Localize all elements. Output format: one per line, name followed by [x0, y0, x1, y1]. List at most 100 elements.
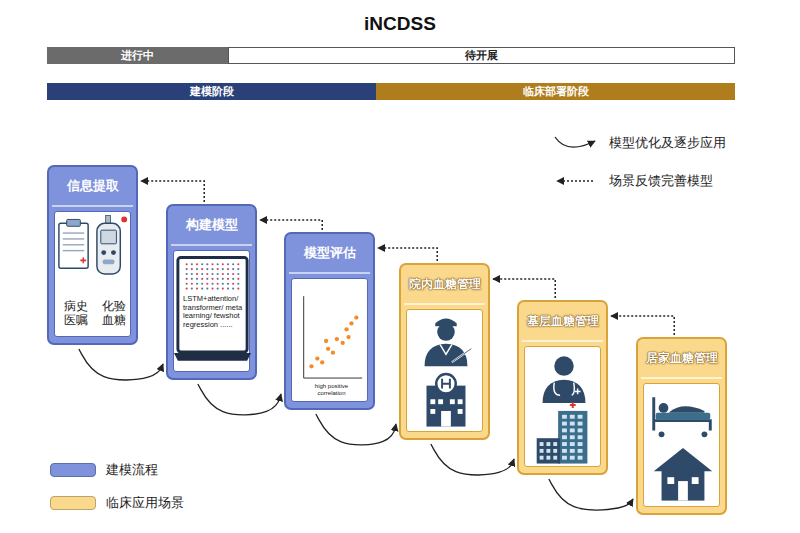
- card-body-text: LSTM+attention/ transformer/ meta learni…: [183, 295, 245, 330]
- icon-shape: [186, 288, 188, 290]
- icon-shape: [206, 263, 208, 265]
- icon-shape: [178, 257, 247, 352]
- icon-shape: [201, 278, 203, 280]
- phase-label: 建模阶段: [48, 84, 375, 99]
- card-heading: 居家血糖管理: [641, 339, 722, 379]
- icon-shape: [237, 268, 239, 270]
- diagram-title: iNCDSS: [0, 13, 800, 35]
- legend-swatch: [50, 496, 96, 510]
- icon-shape: [438, 399, 443, 404]
- card-illustration: [525, 347, 602, 468]
- icon-shape: [59, 223, 88, 268]
- card-panel: 病史 医嘱化验 血糖: [54, 211, 131, 337]
- card-heading: 模型评估: [289, 234, 370, 274]
- legend-item: 场景反馈完善模型: [553, 169, 713, 193]
- icon-shape: [237, 263, 239, 265]
- legend-sample: [553, 131, 599, 155]
- icon-shape: [656, 413, 711, 420]
- icon-shape: [344, 327, 348, 331]
- card-panel: [524, 346, 601, 467]
- icon-shape: [331, 351, 335, 355]
- icon-shape: [659, 431, 665, 437]
- icon-shape: [211, 283, 213, 285]
- icon-shape: [63, 244, 84, 245]
- card-heading: 构建模型: [171, 206, 252, 246]
- icon-shape: [702, 431, 708, 437]
- icon-shape: [186, 263, 188, 265]
- icon-shape: [227, 263, 229, 265]
- icon-shape: [206, 283, 208, 285]
- feedback-arrow: [141, 181, 204, 202]
- icon-shape: [196, 268, 198, 270]
- icon-shape: [237, 283, 239, 285]
- phase-bar: 建模阶段: [47, 83, 376, 100]
- icon-shape: [80, 257, 86, 263]
- modeling-step-card: 信息提取病史 医嘱化验 血糖: [47, 165, 138, 345]
- icon-shape: [540, 456, 544, 460]
- icon-shape: [578, 442, 583, 446]
- icon-shape: [111, 250, 116, 255]
- phase-label: 临床部署阶段: [377, 84, 734, 99]
- card-body-text: 病史 医嘱: [57, 300, 94, 328]
- icon-shape: [450, 399, 455, 404]
- card-panel: high positive correlation: [291, 278, 368, 402]
- icon-shape: [232, 288, 234, 290]
- icon-shape: [441, 411, 451, 427]
- progress-arrow: [79, 349, 163, 380]
- legend-item: 临床应用场景: [50, 494, 184, 512]
- icon-shape: [654, 397, 711, 430]
- icon-shape: [227, 288, 229, 290]
- icon-shape: [217, 278, 219, 280]
- icon-shape: [436, 374, 455, 393]
- icon-shape: [558, 411, 587, 464]
- icon-shape: [217, 263, 219, 265]
- feedback-arrow: [378, 248, 437, 261]
- icon-shape: [222, 268, 224, 270]
- icon-shape: [349, 321, 353, 325]
- icon-shape: [669, 406, 704, 413]
- phase-bar: 进行中: [47, 47, 228, 64]
- icon-shape: [186, 278, 188, 280]
- phase-label: 进行中: [48, 48, 227, 63]
- card-illustration: [644, 384, 721, 508]
- progress-arrow: [431, 444, 514, 475]
- icon-shape: [63, 238, 84, 239]
- icon-shape: [554, 356, 573, 375]
- feedback-arrow: [493, 279, 555, 298]
- icon-shape: [578, 456, 583, 460]
- icon-shape: [201, 288, 203, 290]
- icon-shape: [232, 278, 234, 280]
- icon-shape: [186, 268, 188, 270]
- icon-shape: [196, 263, 198, 265]
- icon-shape: [326, 347, 330, 351]
- icon-shape: [341, 341, 345, 345]
- icon-shape: [174, 353, 251, 361]
- icon-shape: [575, 388, 581, 394]
- icon-shape: [578, 422, 583, 426]
- icon-shape: [562, 456, 567, 460]
- icon-shape: [227, 273, 229, 275]
- progress-arrow: [316, 414, 396, 445]
- icon-shape: [570, 428, 575, 432]
- icon-shape: [553, 456, 557, 460]
- icon-shape: [692, 477, 699, 484]
- clinical-scene-card: 居家血糖管理: [636, 337, 727, 515]
- icon-shape: [458, 409, 463, 414]
- icon-shape: [442, 379, 450, 389]
- icon-shape: [67, 219, 81, 226]
- legend-label: 临床应用场景: [106, 494, 184, 512]
- icon-shape: [237, 278, 239, 280]
- icon-shape: [562, 449, 567, 453]
- icon-shape: [222, 283, 224, 285]
- icon-shape: [232, 273, 234, 275]
- icon-shape: [63, 232, 84, 233]
- icon-shape: [201, 263, 203, 265]
- icon-shape: [654, 448, 712, 471]
- icon-shape: [222, 263, 224, 265]
- icon-shape: [227, 283, 229, 285]
- legend-label: 模型优化及逐步应用: [609, 134, 726, 152]
- legend-line-sample: [555, 137, 595, 147]
- icon-shape: [562, 428, 567, 432]
- card-heading: 院内血糖管理: [404, 265, 485, 305]
- icon-shape: [543, 380, 586, 403]
